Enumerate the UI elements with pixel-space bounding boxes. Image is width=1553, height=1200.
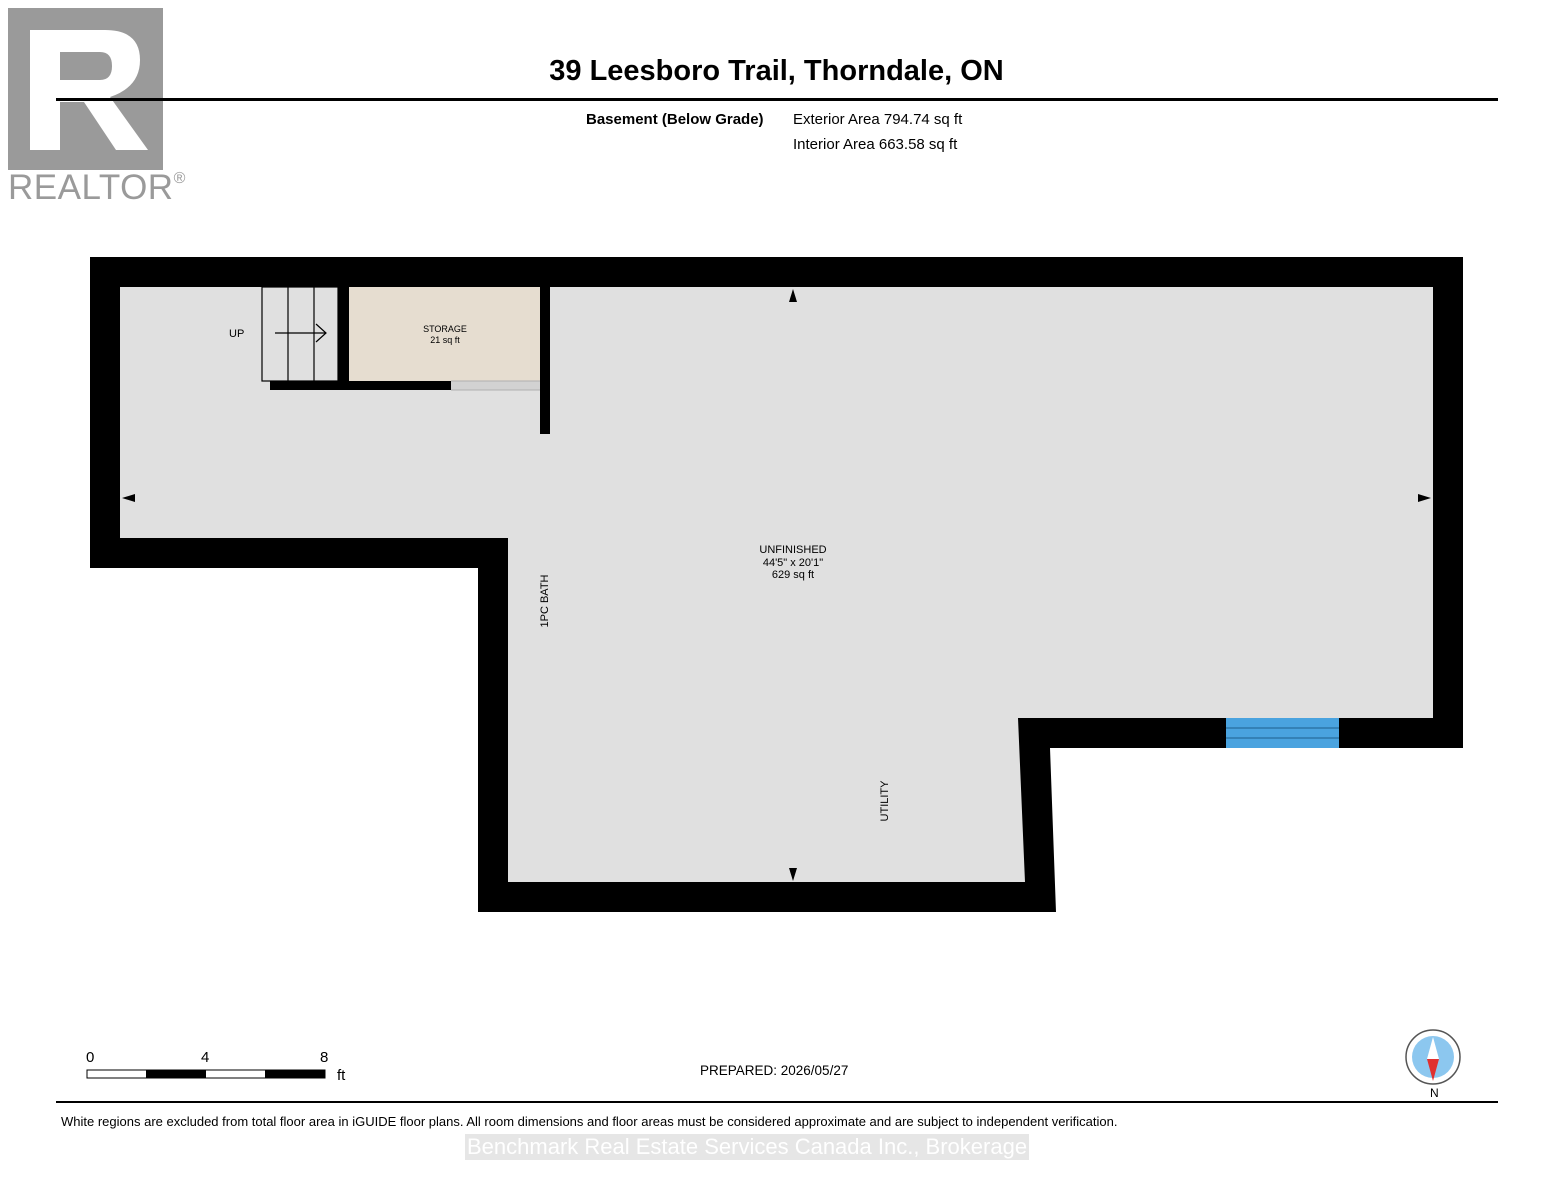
footer-divider <box>56 1101 1498 1103</box>
realtor-logo-text: REALTOR® <box>8 168 186 207</box>
compass-icon: N <box>1405 1029 1461 1100</box>
brokerage-watermark: Benchmark Real Estate Services Canada In… <box>465 1134 1030 1160</box>
storage-name: STORAGE <box>423 324 467 334</box>
utility-label: UTILITY <box>879 780 891 822</box>
stairs <box>261 286 339 382</box>
floor-name: Basement (Below Grade) <box>586 111 764 128</box>
header-divider <box>56 98 1498 101</box>
scale-bar: 0 4 8 ft <box>86 1049 346 1084</box>
storage-wall-left <box>338 287 349 390</box>
unfinished-name: UNFINISHED <box>759 544 826 556</box>
storage-wall-right <box>540 287 550 434</box>
disclaimer-text: White regions are excluded from total fl… <box>61 1114 1118 1129</box>
realtor-r-icon <box>8 8 163 170</box>
scale-tick-4: 4 <box>201 1049 209 1066</box>
unfinished-area: 629 sq ft <box>772 569 814 581</box>
storage-room <box>349 287 540 381</box>
realtor-logo: REALTOR® <box>0 0 185 215</box>
scale-tick-8: 8 <box>320 1049 328 1066</box>
stairs-label: UP <box>229 328 244 340</box>
scale-tick-0: 0 <box>86 1049 94 1066</box>
interior-area: Interior Area 663.58 sq ft <box>793 136 958 153</box>
prepared-date: PREPARED: 2026/05/27 <box>700 1063 849 1078</box>
dimension-arrow-left <box>122 494 135 502</box>
page-title: 39 Leesboro Trail, Thorndale, ON <box>549 55 1004 87</box>
unfinished-dimensions: 44'5" x 20'1" <box>763 557 823 569</box>
scale-unit: ft <box>337 1067 346 1084</box>
window <box>1226 718 1339 748</box>
dimension-arrow-bottom <box>789 868 797 881</box>
dimension-arrow-right <box>1418 494 1431 502</box>
storage-door-opening <box>451 381 540 390</box>
compass-north-label: N <box>1430 1086 1439 1100</box>
storage-wall-bottom <box>270 381 451 390</box>
dimension-arrow-top <box>789 289 797 302</box>
exterior-area: Exterior Area 794.74 sq ft <box>793 111 963 128</box>
storage-area: 21 sq ft <box>430 335 460 345</box>
bath-label: 1PC BATH <box>539 574 551 627</box>
floor-area <box>120 287 1433 882</box>
